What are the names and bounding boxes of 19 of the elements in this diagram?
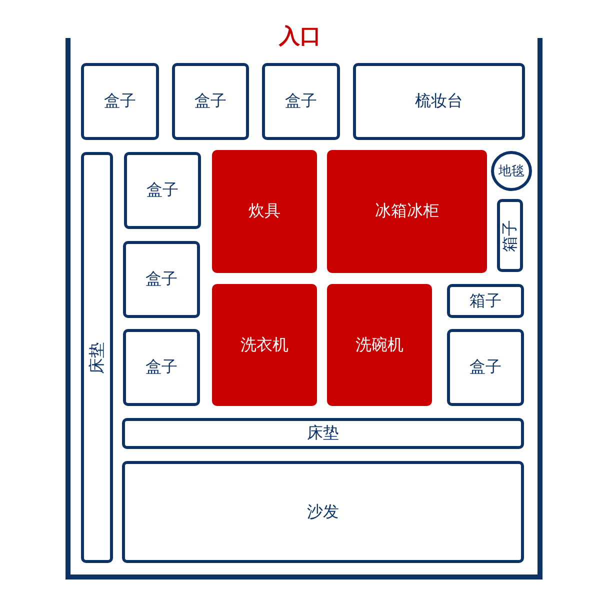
cargo-box: 盒子 [172, 63, 249, 140]
cargo-box: 盒子 [123, 329, 200, 406]
appliance-block: 炊具 [212, 150, 317, 273]
appliance-block: 洗碗机 [327, 284, 432, 406]
cargo-box: 盒子 [262, 63, 340, 140]
cargo-box: 箱子 [447, 284, 524, 318]
cargo-box: 盒子 [123, 241, 200, 318]
entrance-title: 入口 [278, 23, 322, 50]
cargo-box: 盒子 [81, 63, 159, 140]
cargo-box: 箱子 [497, 199, 523, 272]
cargo-box: 床垫 [81, 152, 113, 563]
cargo-box: 床垫 [122, 418, 524, 449]
cargo-box: 沙发 [122, 461, 524, 563]
cargo-box: 梳妆台 [353, 63, 525, 140]
cargo-box: 盒子 [447, 329, 524, 406]
appliance-block: 冰箱冰柜 [327, 150, 487, 273]
rug-circle: 地毯 [491, 151, 532, 191]
appliance-block: 洗衣机 [212, 284, 317, 406]
cargo-box: 盒子 [124, 152, 201, 229]
